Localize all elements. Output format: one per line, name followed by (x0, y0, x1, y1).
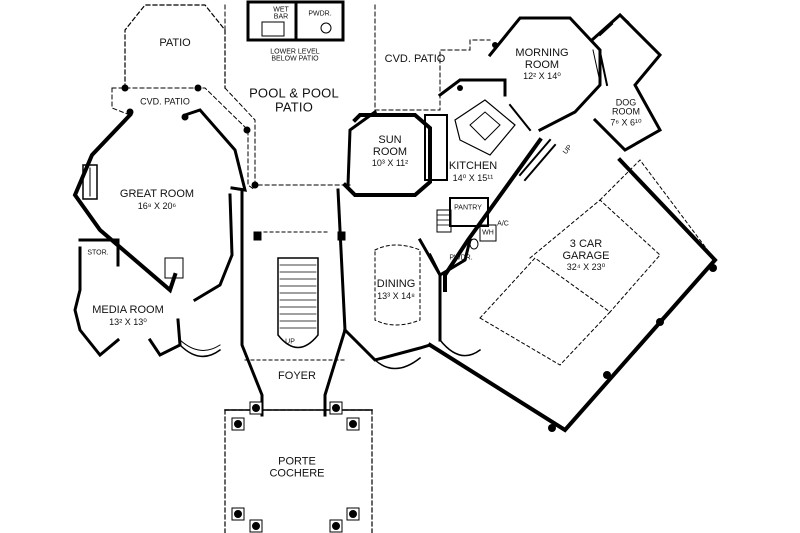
cvd-patio-top-outline (374, 4, 491, 111)
stor-label: STOR. (87, 249, 109, 257)
kitchen-name: KITCHEN (448, 160, 498, 173)
media-room-label: MEDIA ROOM 13² X 13⁰ (92, 304, 164, 327)
cvd-patio-top-label: CVD. PATIO (384, 53, 446, 66)
media-room-wall (73, 246, 121, 358)
garage-name: 3 CAR GARAGE (562, 238, 610, 262)
dog-room-wall (589, 12, 663, 152)
sun-room-label: SUN ROOM 10³ X 11² (368, 135, 412, 169)
pool-patio-outline (224, 4, 351, 186)
garage-wall (427, 157, 718, 433)
sun-room-name: SUN ROOM (372, 134, 408, 158)
great-room-label: GREAT ROOM 16⁸ X 20⁶ (119, 188, 195, 211)
morning-room-name: MORNING ROOM (515, 47, 569, 71)
pantry-label: PANTRY (454, 204, 482, 212)
columns (121, 42, 717, 533)
garage-dims: 32⁴ X 23⁰ (566, 262, 606, 273)
wet-bar-label: WET BAR (273, 6, 289, 21)
porte-cochere-label: PORTE COCHERE (269, 455, 325, 479)
kitchen-dims: 14⁰ X 15¹¹ (452, 172, 494, 183)
kitchen-label: KITCHEN 14⁰ X 15¹¹ (448, 160, 498, 183)
garage-label: 3 CAR GARAGE 32⁴ X 23⁰ (551, 239, 621, 273)
foyer-wall (240, 188, 264, 417)
dining-wall (342, 327, 432, 362)
great-room-dims: 16⁸ X 20⁶ (137, 200, 177, 211)
patio-outline (124, 4, 226, 89)
patio-label: PATIO (159, 37, 191, 50)
pool-patio-label: POOL & POOL PATIO (249, 85, 339, 114)
media-room-name: MEDIA ROOM (92, 304, 164, 317)
up-marker-stair: UP (285, 338, 295, 346)
dining-name: DINING (376, 278, 416, 291)
dining-label: DINING 13³ X 14⁸ (376, 278, 416, 301)
sun-room-wall (342, 113, 432, 197)
dining-dims: 13³ X 14⁸ (377, 290, 415, 301)
great-room-name: GREAT ROOM (119, 188, 195, 201)
media-room-dims: 13² X 13⁰ (109, 316, 147, 327)
morning-room-label: MORNING ROOM 12² X 14⁰ (507, 48, 577, 82)
pwdr-upper-label: PWDR. (308, 10, 332, 18)
morning-room-wall (487, 16, 602, 133)
foyer-stair (277, 257, 319, 349)
sun-room-dims: 10³ X 11² (371, 158, 409, 169)
dog-room-label: DOG ROOM 7⁶ X 6¹⁰ (606, 97, 646, 128)
ac-label: A/C (497, 220, 509, 228)
foyer-label: FOYER (278, 370, 316, 383)
great-room-wall (72, 112, 178, 294)
cvd-patio-left-outline (111, 87, 256, 191)
lower-level-note: LOWER LEVEL BELOW PATIO (270, 48, 320, 63)
pwdr-lower-label: PWDR. (449, 254, 473, 262)
dog-room-name: DOG ROOM (612, 97, 640, 117)
morning-room-dims: 12² X 14⁰ (523, 71, 561, 82)
kitchen-wall (437, 78, 507, 98)
dog-room-dims: 7⁶ X 6¹⁰ (610, 117, 642, 128)
wh-label: WH (482, 229, 494, 237)
cvd-patio-left-label: CVD. PATIO (140, 96, 190, 107)
